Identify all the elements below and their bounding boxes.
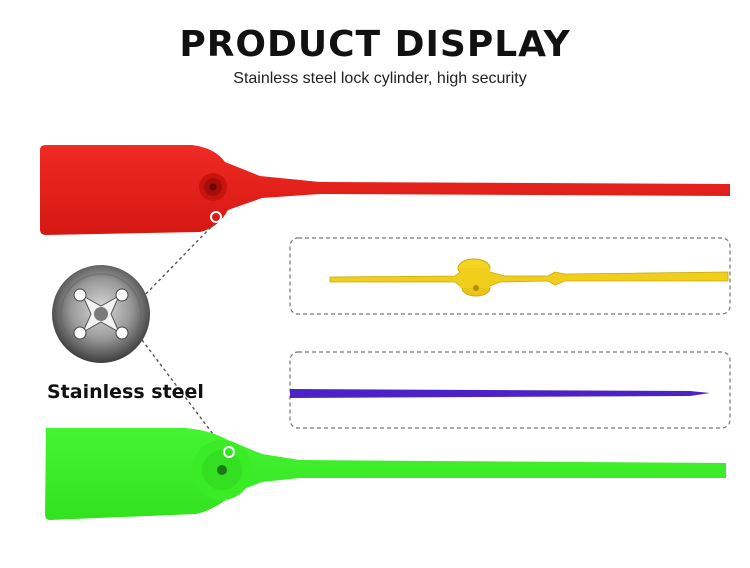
page-title: PRODUCT DISPLAY bbox=[179, 24, 571, 65]
page-subtitle: Stainless steel lock cylinder, high secu… bbox=[233, 70, 527, 87]
green-seal bbox=[45, 428, 726, 520]
stainless-steel-label: Stainless steel bbox=[47, 381, 204, 403]
callout-connectors bbox=[139, 222, 223, 447]
yellow-seal-box bbox=[289, 237, 731, 315]
purple-strap-box bbox=[289, 351, 731, 429]
steel-cylinder bbox=[52, 265, 150, 363]
red-seal bbox=[40, 145, 730, 235]
